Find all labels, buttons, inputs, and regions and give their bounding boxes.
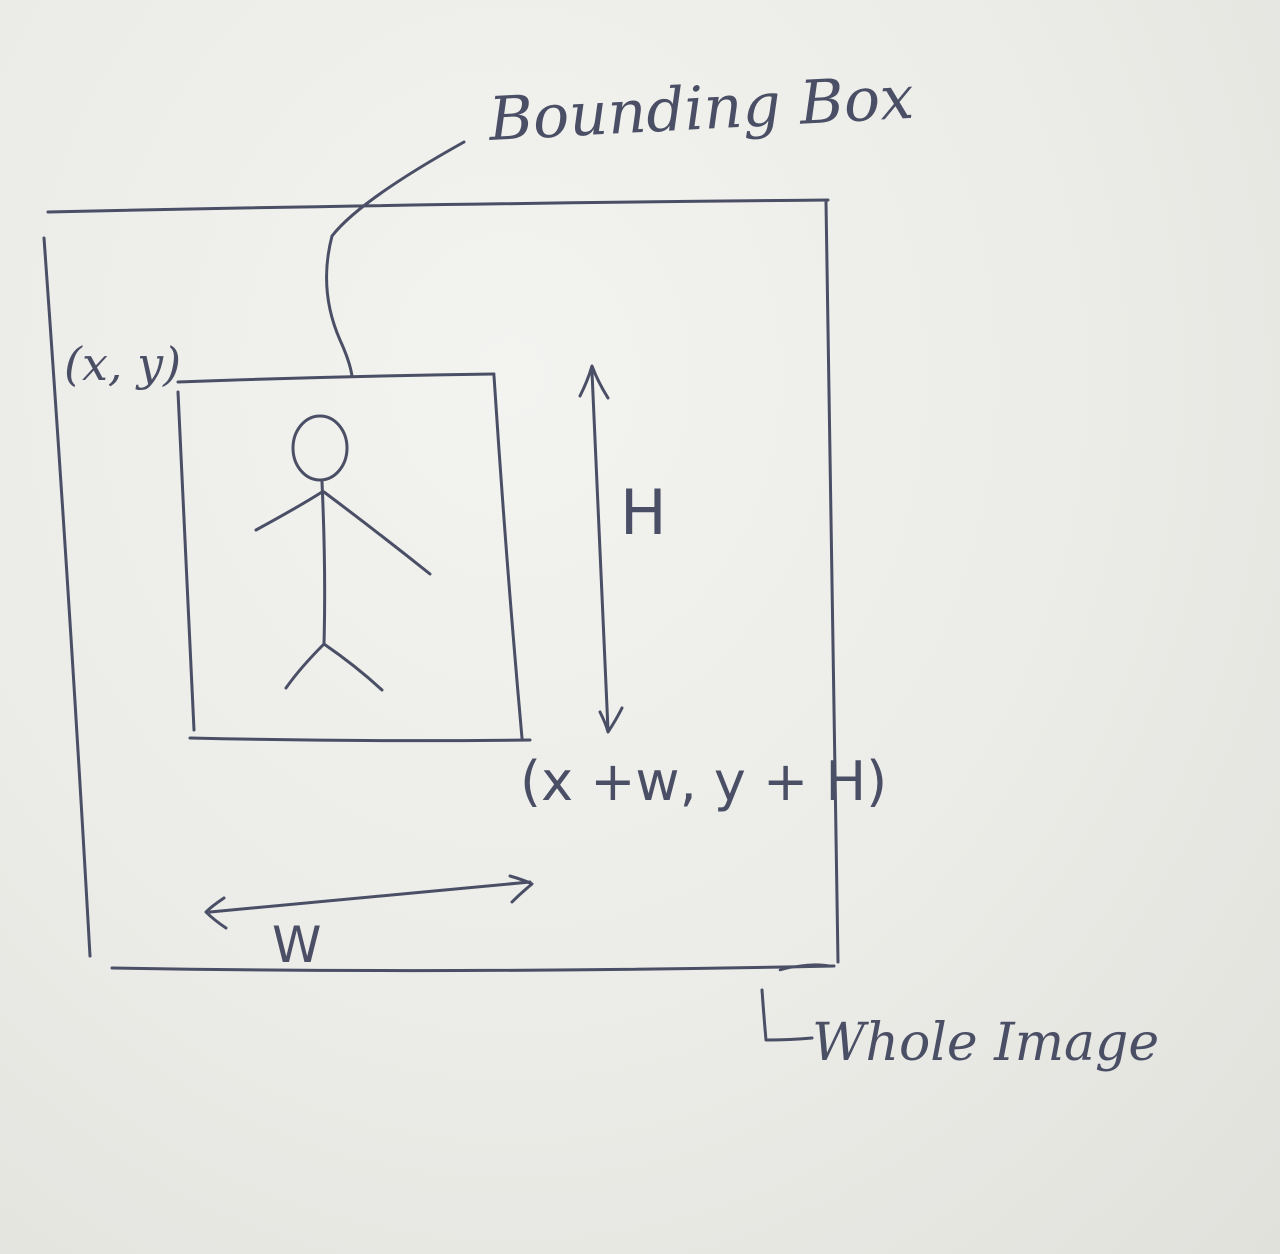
top-left-coordinate-label: (x, y): [64, 337, 181, 391]
bounding-box-leader-line: [325, 140, 466, 378]
bounding-box-rect: [176, 372, 532, 743]
whole-image-frame: [42, 198, 840, 973]
bounding-box-label: Bounding Box: [486, 63, 915, 155]
whole-image-pointer: [760, 988, 814, 1042]
width-arrow: [204, 874, 534, 930]
bottom-right-coordinate-label: (x +w, y + H): [520, 750, 887, 813]
width-label: W: [272, 916, 321, 974]
whole-image-label: Whole Image: [812, 1013, 1159, 1073]
stick-figure-icon: [254, 414, 432, 692]
height-arrow: [578, 364, 624, 734]
height-label: H: [620, 476, 667, 549]
